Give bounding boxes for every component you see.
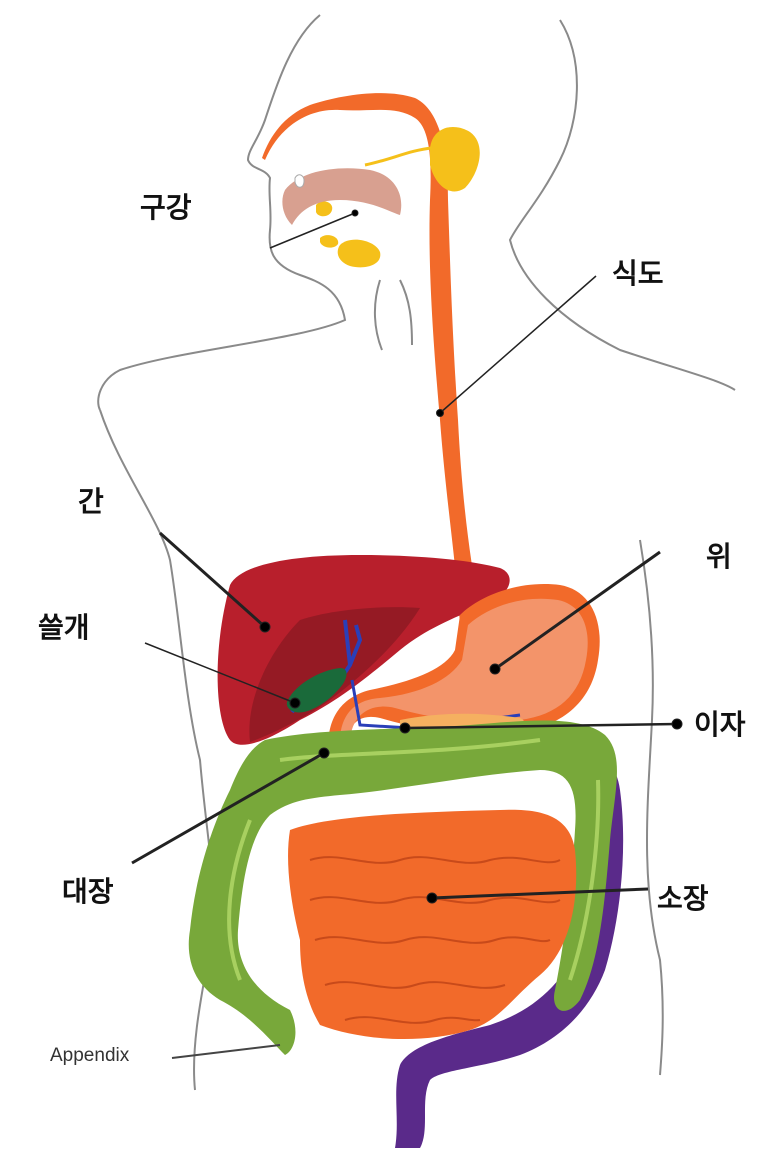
- leader-liver: [158, 531, 267, 629]
- dot-stomach: [489, 663, 501, 675]
- label-large-intestine: 대장: [62, 875, 114, 908]
- dot-gallbladder: [289, 697, 301, 709]
- leader-gallbladder: [144, 642, 296, 704]
- rectum: [395, 750, 624, 1148]
- label-stomach: 위: [706, 540, 732, 573]
- label-gallbladder: 쓸개: [38, 611, 90, 644]
- leader-esophagus: [439, 275, 597, 414]
- dot-pancreas-left: [399, 722, 411, 734]
- leader-lines: [131, 209, 683, 1059]
- leader-appendix: [171, 1044, 281, 1059]
- leader-small-intestine: [431, 887, 649, 900]
- leader-large-intestine: [131, 751, 325, 865]
- dot-mouth: [351, 209, 359, 217]
- dot-esophagus: [436, 409, 444, 417]
- dot-liver: [259, 621, 271, 633]
- label-mouth: 구강: [140, 191, 192, 224]
- label-appendix: Appendix: [50, 1045, 130, 1066]
- oral-cavity: [282, 168, 402, 225]
- label-liver: 간: [78, 485, 104, 518]
- stomach: [328, 584, 600, 760]
- leader-stomach: [494, 550, 661, 671]
- body-outline: [97, 14, 736, 1091]
- label-small-intestine: 소장: [657, 882, 709, 915]
- dot-large-intestine: [318, 747, 330, 759]
- large-intestine: [188, 720, 617, 1055]
- dot-small-intestine: [426, 892, 438, 904]
- dot-pancreas-right: [671, 718, 683, 730]
- small-intestine: [288, 809, 577, 1040]
- label-pancreas: 이자: [694, 708, 746, 741]
- label-esophagus: 식도: [612, 257, 664, 290]
- salivary-glands: [316, 126, 480, 268]
- leader-pancreas: [404, 722, 678, 730]
- leader-mouth: [269, 212, 356, 249]
